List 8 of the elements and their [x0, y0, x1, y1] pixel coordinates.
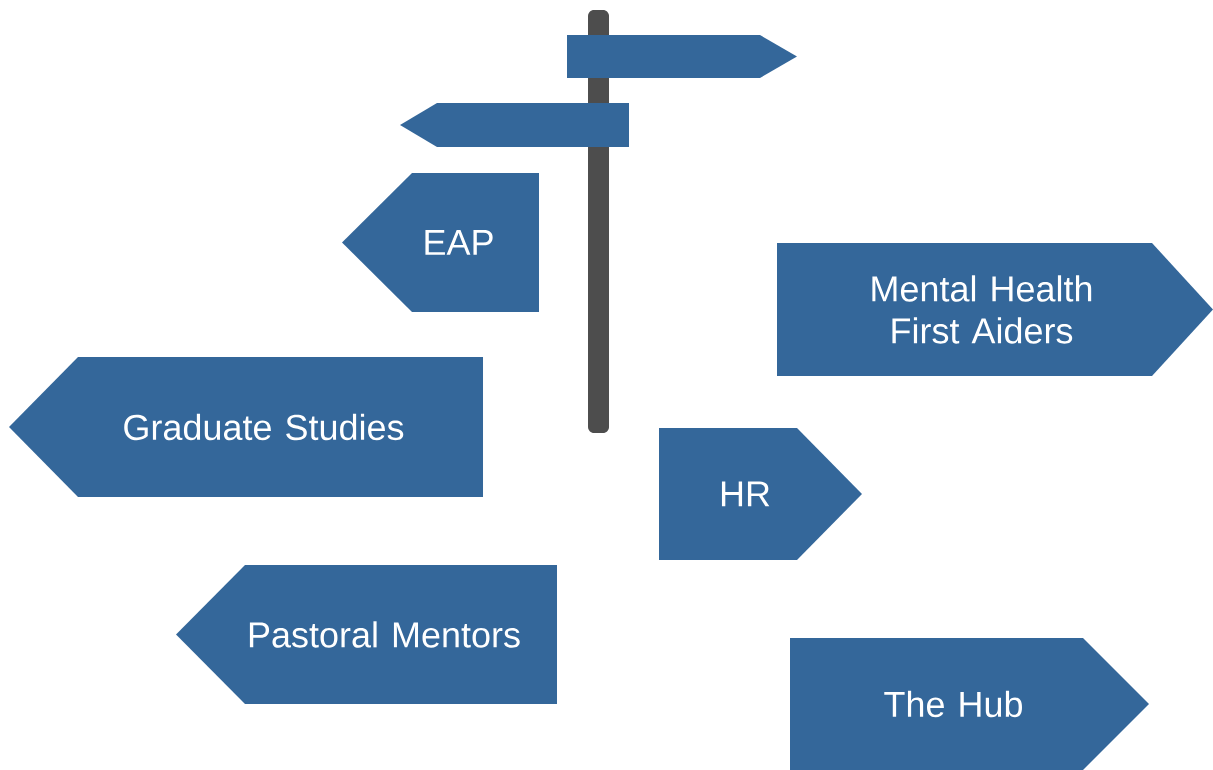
- direction-sign: Pastoral Mentors: [176, 565, 557, 704]
- direction-sign: The Hub: [790, 638, 1149, 770]
- direction-sign: EAP: [342, 173, 539, 312]
- sign-board: [400, 103, 629, 147]
- direction-sign: Mental Health First Aiders: [777, 243, 1213, 376]
- sign-board: [567, 35, 797, 78]
- direction-sign: HR: [659, 428, 862, 560]
- direction-sign: Graduate Studies: [9, 357, 483, 497]
